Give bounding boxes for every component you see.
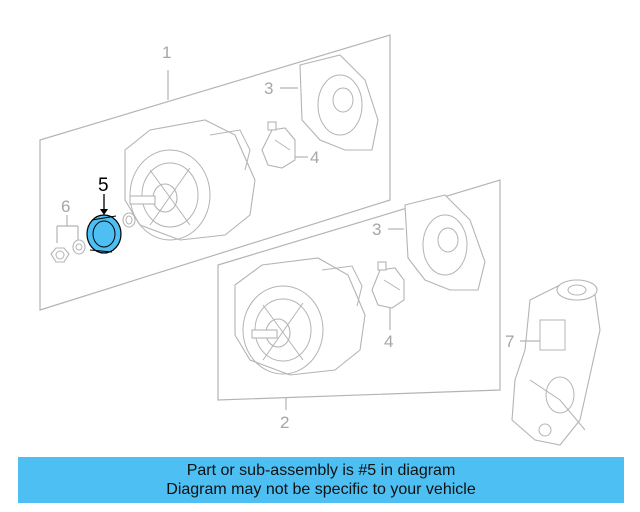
bracket-part-7[interactable]: 7 (505, 279, 601, 446)
nut-washer-part-6[interactable]: 6 (50, 197, 86, 263)
callout-3b[interactable]: 3 (372, 220, 381, 239)
callout-5[interactable]: 5 (98, 175, 109, 196)
callout-7[interactable]: 7 (505, 332, 514, 351)
caption-line-2: Diagram may not be specific to your vehi… (166, 481, 476, 498)
regulator-4b[interactable]: 4 (371, 261, 405, 351)
callout-6[interactable]: 6 (61, 197, 70, 216)
callout-4a[interactable]: 4 (310, 148, 319, 167)
callout-1[interactable]: 1 (162, 43, 171, 62)
alternator-2[interactable] (234, 257, 366, 376)
callout-2[interactable]: 2 (280, 413, 289, 432)
regulator-4a[interactable]: 4 (261, 121, 319, 169)
housing-cover-3b[interactable]: 3 (372, 194, 486, 291)
pulley-part-5[interactable]: 5 (86, 175, 122, 254)
caption-line-1: Part or sub-assembly is #5 in diagram (186, 462, 456, 479)
callout-4b[interactable]: 4 (384, 332, 393, 351)
spacer-ring (122, 212, 136, 228)
parts-diagram: 1 2 5 6 (39, 34, 601, 446)
housing-cover-3a[interactable]: 3 (264, 54, 379, 151)
assembly-1-frame: 1 (39, 34, 391, 311)
alternator-1[interactable] (124, 119, 256, 241)
callout-3a[interactable]: 3 (264, 79, 273, 98)
diagram-caption-banner: Part or sub-assembly is #5 in diagram Di… (18, 457, 624, 503)
